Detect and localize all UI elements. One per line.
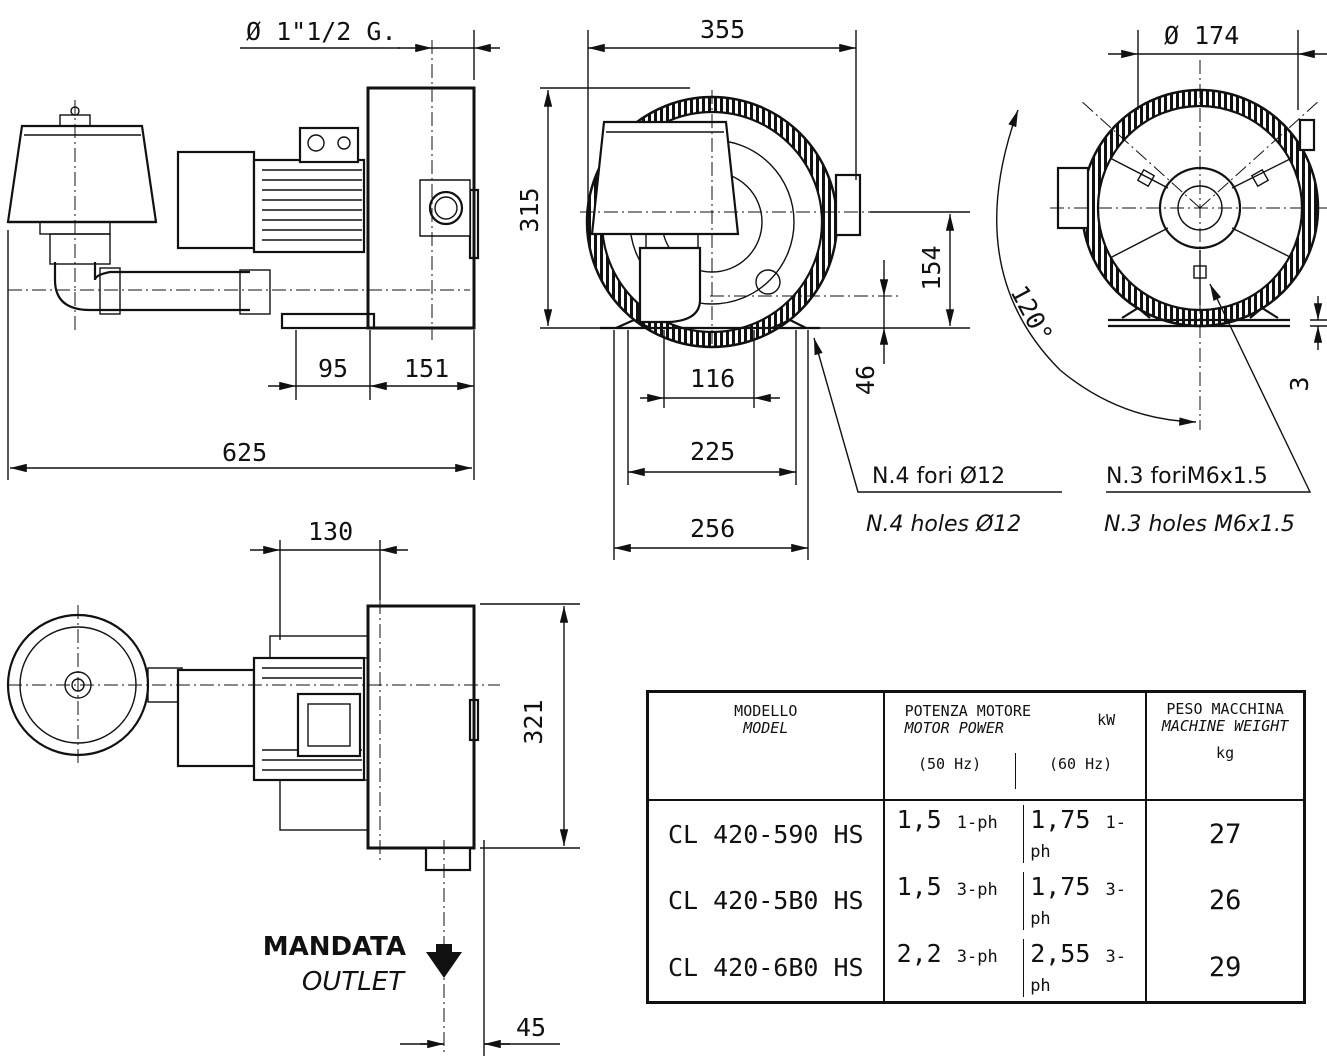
dim-95: 95 xyxy=(318,354,348,383)
dim-3: 3 xyxy=(1285,376,1314,391)
dim-625: 625 xyxy=(222,438,267,467)
dim-174: Ø 174 xyxy=(1164,21,1239,50)
row-p60-phase: 1-ph xyxy=(1030,813,1126,863)
header-freq-60: (60 Hz) xyxy=(1048,755,1113,773)
dim-154: 154 xyxy=(917,245,946,290)
row-p60-phase: 3-ph xyxy=(1030,879,1126,929)
row-p50: 1,5 xyxy=(896,871,942,901)
row-power: 1,5 3-ph 1,75 3-ph xyxy=(882,867,1147,935)
header-freq-50: (50 Hz) xyxy=(917,755,982,773)
dim-256: 256 xyxy=(690,514,735,543)
row-p50-phase: 3-ph xyxy=(956,879,998,900)
dim-225: 225 xyxy=(690,437,735,466)
front-view: 355 315 154 46 116 225 256 N.4 fori Ø12 … xyxy=(515,15,1062,560)
row-model: CL 420-6B0 HS xyxy=(646,934,884,1003)
table-row: CL 420-5B0 HS 1,5 3-ph 1,75 3-ph 26 xyxy=(646,867,1305,935)
row-model: CL 420-5B0 HS xyxy=(646,867,884,935)
row-weight: 27 xyxy=(1145,800,1305,868)
header-weight: PESO MACCHINA MACHINE WEIGHT kg xyxy=(1145,691,1305,801)
row-p60: 1,75 xyxy=(1030,805,1091,835)
dim-45: 45 xyxy=(516,1013,546,1042)
header-power-unit: kW xyxy=(1097,711,1116,729)
table-row: CL 420-590 HS 1,5 1-ph 1,75 1-ph 27 xyxy=(646,800,1305,868)
row-weight: 29 xyxy=(1145,934,1305,1003)
dim-130: 130 xyxy=(308,517,353,546)
dim-120-angle: 120° xyxy=(1005,281,1059,348)
note-threads-it: N.3 foriM6x1.5 xyxy=(1106,464,1268,489)
dim-315: 315 xyxy=(515,187,544,232)
row-power: 1,5 1-ph 1,75 1-ph xyxy=(882,800,1147,868)
note-holes-it: N.4 fori Ø12 xyxy=(872,464,1005,489)
dim-355: 355 xyxy=(700,15,745,44)
row-p60: 1,75 xyxy=(1030,871,1091,901)
top-view: 130 321 45 MANDATA OUTLET xyxy=(6,517,580,1056)
outlet-label-en: OUTLET xyxy=(302,967,406,997)
rear-view: Ø 174 120° 3 N.3 foriM6x1.5 N.3 holes M6… xyxy=(996,21,1327,537)
outlet-label-it: MANDATA xyxy=(263,932,406,962)
dim-inlet-thread: Ø 1"1/2 G. xyxy=(246,17,397,46)
header-power: POTENZA MOTORE MOTOR POWER kW (50 Hz) (6… xyxy=(882,691,1147,801)
row-model: CL 420-590 HS xyxy=(646,800,884,868)
row-p50-phase: 3-ph xyxy=(956,946,998,967)
note-holes-en: N.4 holes Ø12 xyxy=(866,512,1021,537)
row-p60: 2,55 xyxy=(1030,938,1091,968)
row-p60-phase: 3-ph xyxy=(1030,946,1126,996)
header-weight-it: PESO MACCHINA xyxy=(1166,700,1284,718)
side-view: Ø 1"1/2 G. 625 95 151 xyxy=(6,17,500,480)
header-weight-unit: kg xyxy=(1216,744,1235,762)
specs-table: MODELLO MODEL POTENZA MOTORE MOTOR POWER… xyxy=(646,690,1306,1004)
header-model: MODELLO MODEL xyxy=(646,691,884,801)
header-weight-en: MACHINE WEIGHT xyxy=(1161,717,1289,735)
header-power-en: MOTOR POWER xyxy=(904,719,1004,737)
dim-116: 116 xyxy=(690,364,735,393)
table-header: MODELLO MODEL POTENZA MOTORE MOTOR POWER… xyxy=(646,691,1305,801)
table-row: CL 420-6B0 HS 2,2 3-ph 2,55 3-ph 29 xyxy=(646,934,1305,1003)
dim-151: 151 xyxy=(404,354,449,383)
row-weight: 26 xyxy=(1145,867,1305,935)
dim-321: 321 xyxy=(519,699,548,744)
row-power: 2,2 3-ph 2,55 3-ph xyxy=(882,934,1147,1003)
header-power-it: POTENZA MOTORE xyxy=(904,702,1031,720)
row-p50: 1,5 xyxy=(896,805,942,835)
row-p50: 2,2 xyxy=(896,938,942,968)
header-model-it: MODELLO xyxy=(734,702,798,720)
dim-46: 46 xyxy=(851,365,880,395)
row-p50-phase: 1-ph xyxy=(956,813,998,834)
note-threads-en: N.3 holes M6x1.5 xyxy=(1104,512,1295,537)
header-model-en: MODEL xyxy=(743,719,789,737)
